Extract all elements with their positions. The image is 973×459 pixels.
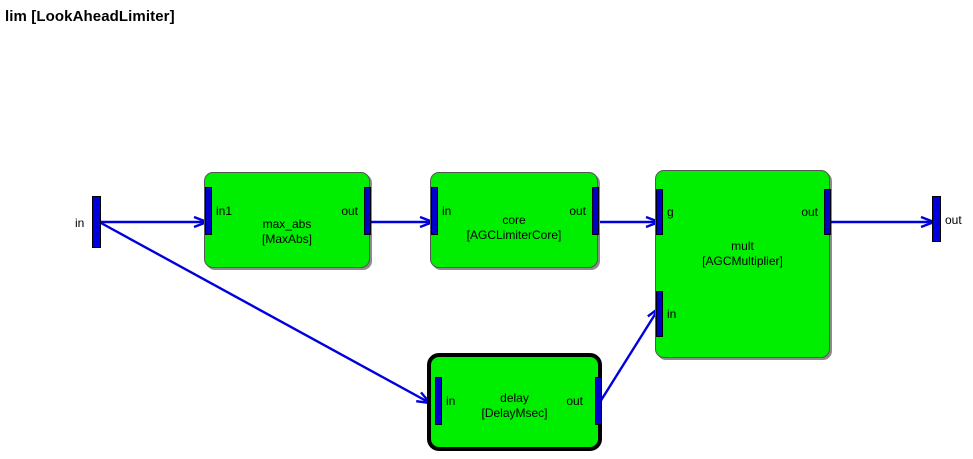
wire-mult-to-out[interactable] — [828, 215, 935, 229]
port-label-core-in: in — [442, 204, 452, 218]
wire-delay-to-mult[interactable] — [598, 307, 661, 403]
output-terminal-label: out — [945, 213, 962, 227]
port-label-max_abs-out: out — [341, 204, 358, 218]
port-core-out[interactable] — [592, 187, 599, 235]
input-terminal-label: in — [75, 216, 85, 230]
port-mult-in[interactable] — [656, 291, 663, 337]
block-label-max_abs: max_abs[MaxAbs] — [205, 217, 369, 247]
port-label-max_abs-in1: in1 — [216, 204, 233, 218]
port-mult-g[interactable] — [656, 189, 663, 235]
port-label-mult-in: in — [667, 307, 677, 321]
block-mult[interactable]: mult[AGCMultiplier] g in out — [655, 170, 831, 358]
port-label-mult-g: g — [667, 205, 674, 219]
input-terminal[interactable] — [92, 196, 101, 248]
port-max_abs-out[interactable] — [364, 187, 371, 235]
block-name-core: core — [502, 213, 526, 227]
block-label-mult: mult[AGCMultiplier] — [656, 239, 829, 269]
port-max_abs-in1[interactable] — [205, 187, 212, 235]
port-core-in[interactable] — [431, 187, 438, 235]
port-mult-out[interactable] — [824, 189, 831, 235]
page-title: lim [LookAheadLimiter] — [5, 8, 175, 25]
block-type-core: [AGCLimiterCore] — [466, 228, 562, 242]
output-terminal[interactable] — [932, 196, 941, 242]
port-delay-in[interactable] — [435, 377, 442, 425]
wire-in-to-max_abs[interactable] — [101, 215, 208, 229]
block-name-delay: delay — [500, 391, 529, 405]
port-label-core-out: out — [569, 204, 586, 218]
port-label-delay-in: in — [446, 394, 456, 408]
block-name-max_abs: max_abs — [262, 217, 312, 231]
port-label-mult-out: out — [801, 205, 818, 219]
block-core[interactable]: core[AGCLimiterCore] in out — [430, 172, 599, 268]
block-type-mult: [AGCMultiplier] — [702, 254, 783, 268]
block-type-max_abs: [MaxAbs] — [261, 232, 312, 246]
block-type-delay: [DelayMsec] — [481, 406, 548, 420]
block-delay[interactable]: delay[DelayMsec] in out — [427, 353, 602, 451]
port-delay-out[interactable] — [595, 377, 602, 425]
port-label-delay-out: out — [566, 394, 583, 408]
block-name-mult: mult — [731, 239, 754, 253]
wire-core-to-mult[interactable] — [600, 215, 660, 229]
wire-max_abs-to-core[interactable] — [370, 215, 434, 229]
